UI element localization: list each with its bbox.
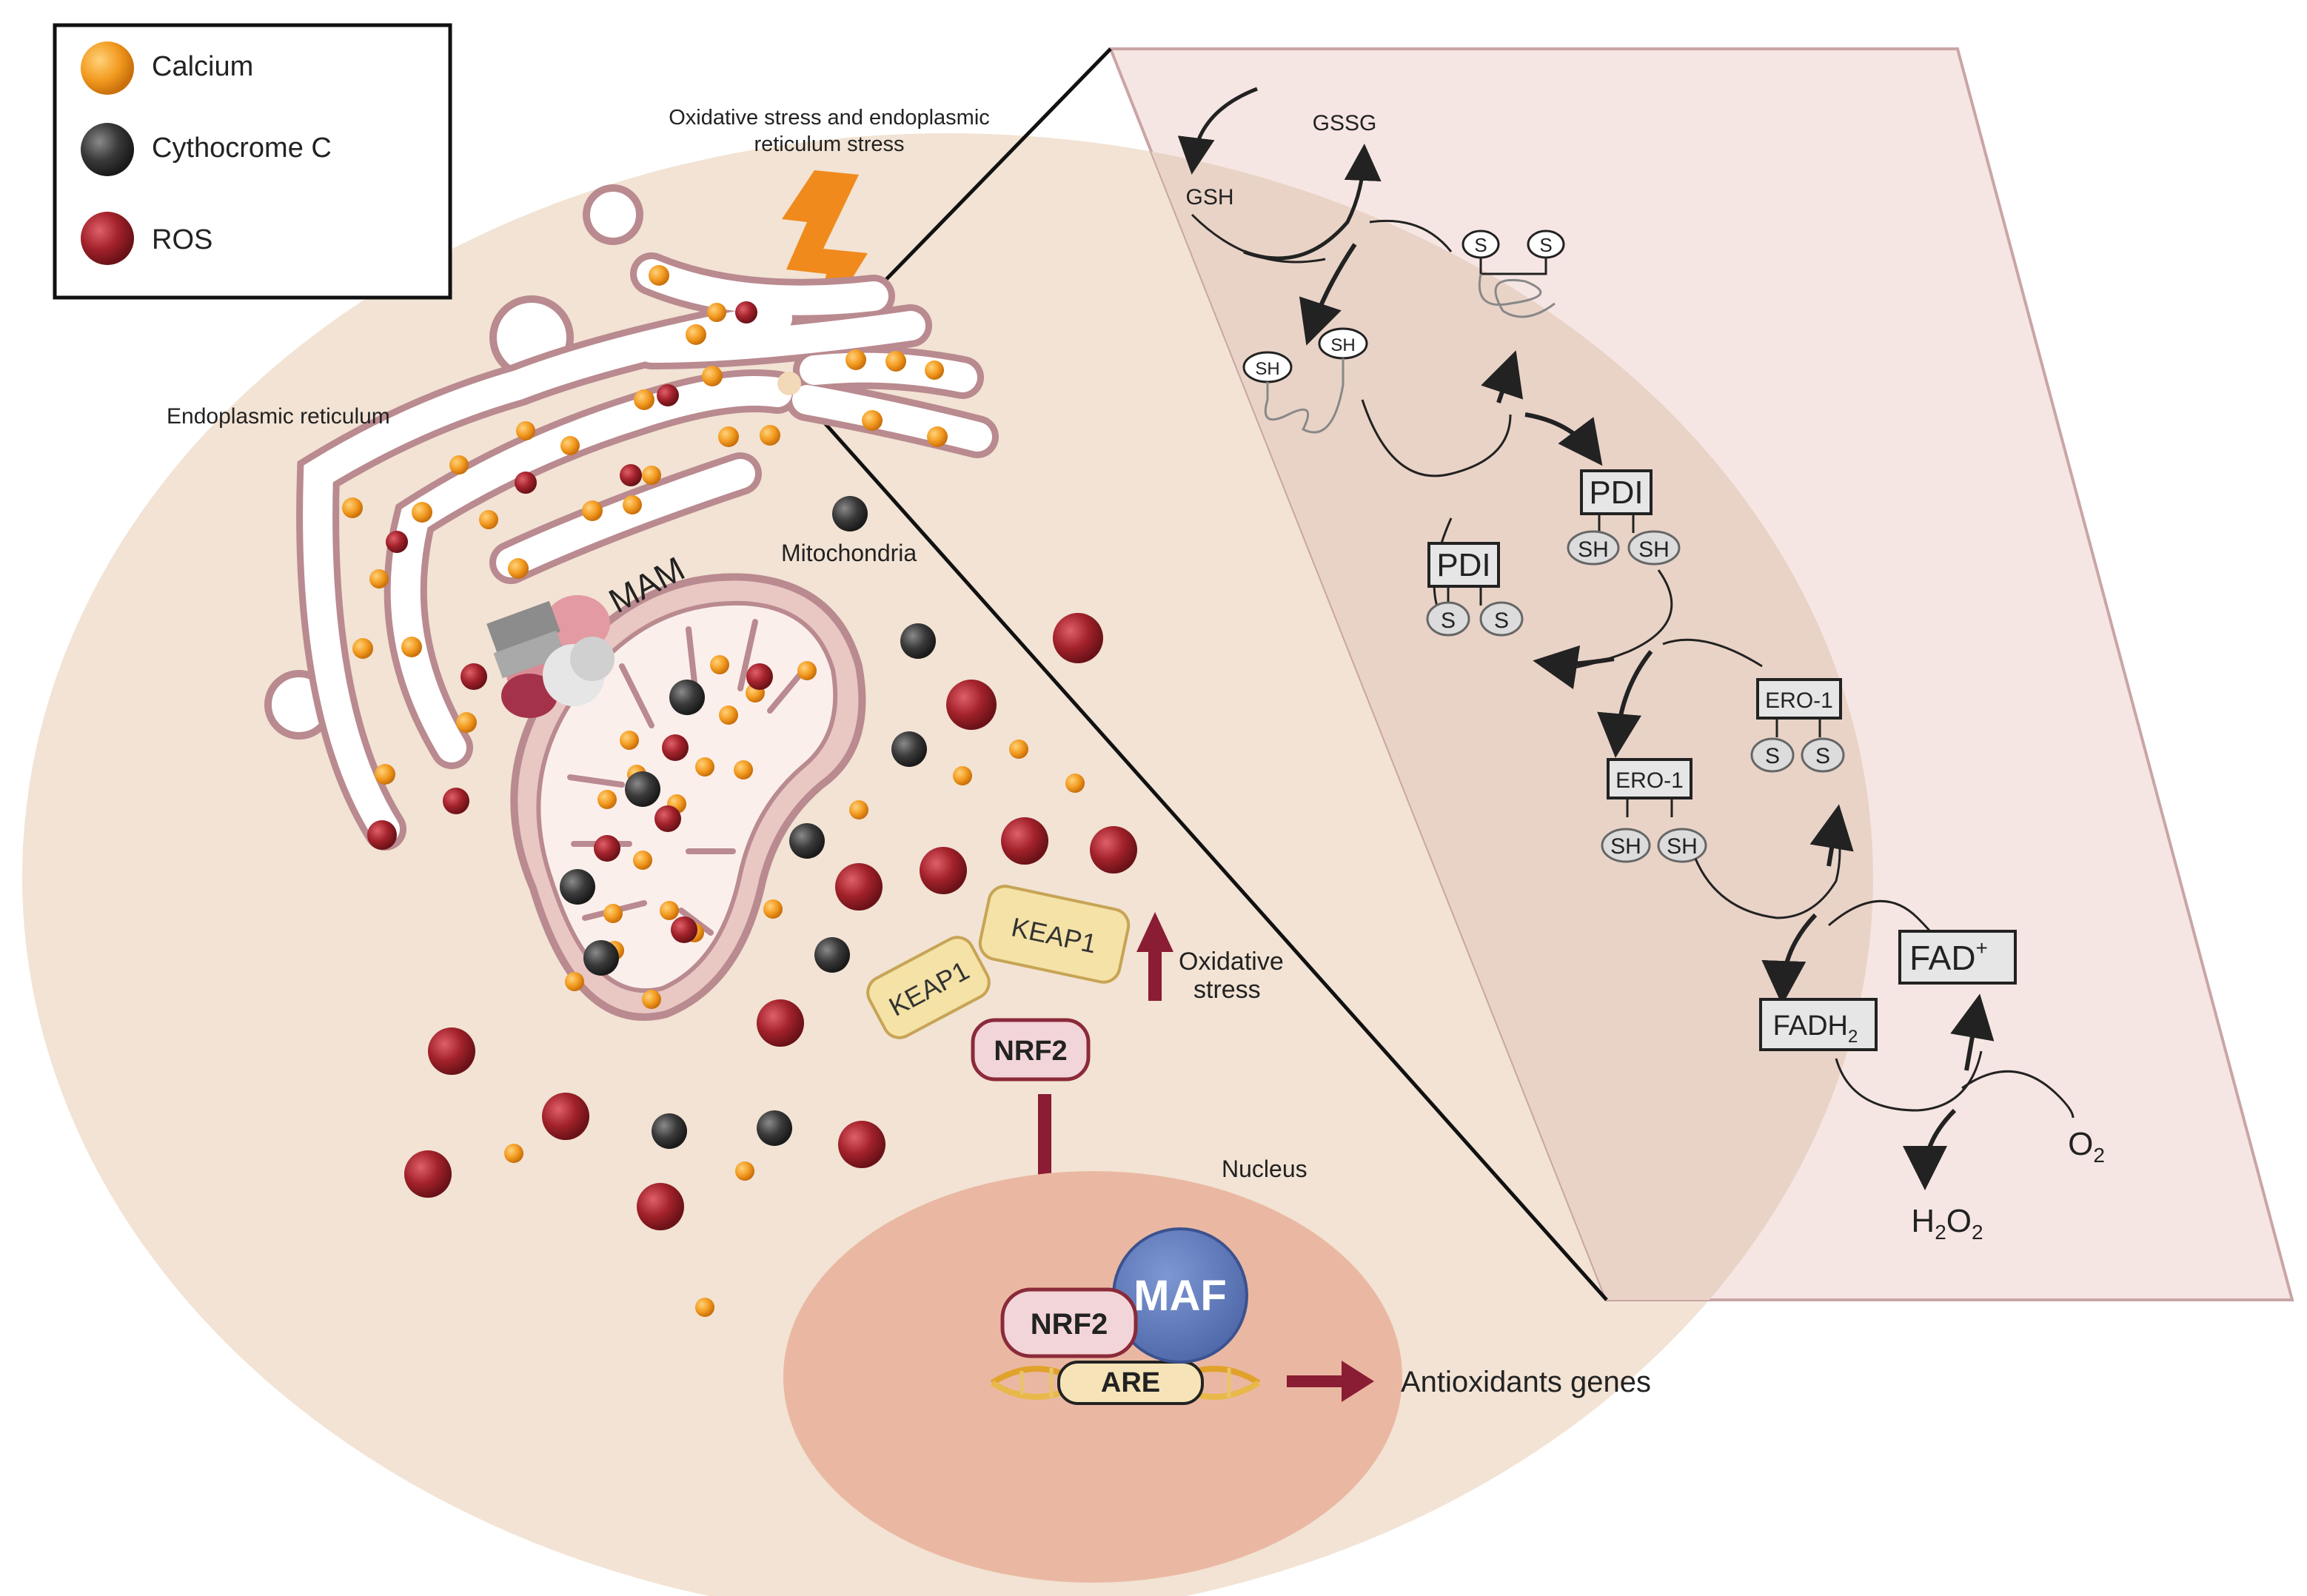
svg-text:ERO-1: ERO-1 <box>1615 768 1684 793</box>
legend-calcium-swatch <box>81 41 134 95</box>
oxidative-stress-line1: Oxidative <box>1179 948 1284 976</box>
zoom-origin <box>777 372 801 395</box>
oxidative-stress-up-arrow <box>1136 912 1173 1001</box>
svg-text:SH: SH <box>1638 537 1670 562</box>
gsh-label: GSH <box>1185 185 1233 209</box>
svg-text:S: S <box>1494 608 1509 633</box>
er-label: Endoplasmic reticulum <box>167 404 390 429</box>
maf-label: MAF <box>1134 1272 1227 1320</box>
legend-ros-label: ROS <box>152 224 212 255</box>
gsh-gssg-arc <box>1177 87 1258 175</box>
mam-protein-complex <box>486 595 615 718</box>
are-label: ARE <box>1101 1367 1160 1398</box>
svg-text:S: S <box>1539 234 1552 256</box>
svg-text:S: S <box>1441 608 1456 633</box>
svg-text:PDI: PDI <box>1589 475 1643 511</box>
nrf2-cytoplasm <box>971 1018 1091 1082</box>
svg-text:S: S <box>1815 744 1830 768</box>
ero1-oxidized: ERO-1 S S <box>1750 678 1845 773</box>
are-element <box>1057 1361 1204 1405</box>
stress-label-line1: Oxidative stress and endoplasmic <box>669 106 990 130</box>
legend-ros-swatch <box>81 212 134 265</box>
keap1-left <box>866 936 991 1039</box>
svg-text:FAD+: FAD+ <box>1909 936 1988 977</box>
legend-cytochrome-swatch <box>81 123 134 176</box>
svg-text:SH: SH <box>1255 359 1279 379</box>
ero1-reduced: ERO-1 SH SH <box>1601 758 1707 863</box>
h2o2-label: H2O2 <box>1911 1203 1983 1244</box>
stress-label-line2: reticulum stress <box>754 133 904 156</box>
zoom-line-bottom <box>789 383 1608 1301</box>
lightning-icon <box>782 170 868 342</box>
svg-text:SH: SH <box>1610 834 1641 859</box>
fadh2: FADH2 <box>1759 998 1878 1051</box>
svg-text:FADH2: FADH2 <box>1773 1010 1858 1047</box>
pdi-oxidized: PDI S S <box>1426 542 1524 637</box>
substrate-oxidized: S S <box>1461 229 1565 318</box>
svg-text:PDI: PDI <box>1436 547 1490 583</box>
nrf2-cytoplasm-label: NRF2 <box>994 1036 1067 1067</box>
svg-text:S: S <box>1474 234 1487 256</box>
ros-particles <box>367 301 1137 1230</box>
svg-text:SH: SH <box>1667 834 1698 859</box>
antioxidant-genes-arrow <box>1287 1361 1374 1402</box>
keap1-nrf2-complex: KEAP1 KEAP1 NRF2 <box>866 885 1131 1082</box>
svg-text:SH: SH <box>1330 335 1355 355</box>
substrate-reduced: SH SH <box>1242 327 1368 434</box>
keap1-right <box>978 885 1131 984</box>
o2-label: O2 <box>2068 1126 2105 1167</box>
mitochondria-label: Mitochondria <box>781 540 917 566</box>
oxidative-stress-line2: stress <box>1193 976 1261 1004</box>
gssg-label: GSSG <box>1313 111 1377 135</box>
redox-cycle: GSSG GSH S S SH SH <box>1177 87 2105 1244</box>
cytochrome-c-particles <box>560 496 936 1149</box>
legend: Calcium Cythocrome C ROS <box>53 23 452 300</box>
pdi-reduced: PDI SH SH <box>1567 469 1681 566</box>
svg-text:SH: SH <box>1578 537 1609 562</box>
svg-text:ERO-1: ERO-1 <box>1765 688 1833 713</box>
nrf2-nucleus-label: NRF2 <box>1031 1308 1108 1341</box>
svg-text:S: S <box>1765 744 1780 768</box>
endoplasmic-reticulum <box>296 252 999 851</box>
fad-plus: FAD+ <box>1898 930 2017 985</box>
antioxidant-genes-label: Antioxidants genes <box>1401 1366 1651 1398</box>
nucleus-label: Nucleus <box>1222 1156 1307 1182</box>
legend-calcium-label: Calcium <box>152 51 253 82</box>
legend-cytochrome-label: Cythocrome C <box>152 133 332 164</box>
nrf2-nucleus <box>1000 1287 1138 1358</box>
